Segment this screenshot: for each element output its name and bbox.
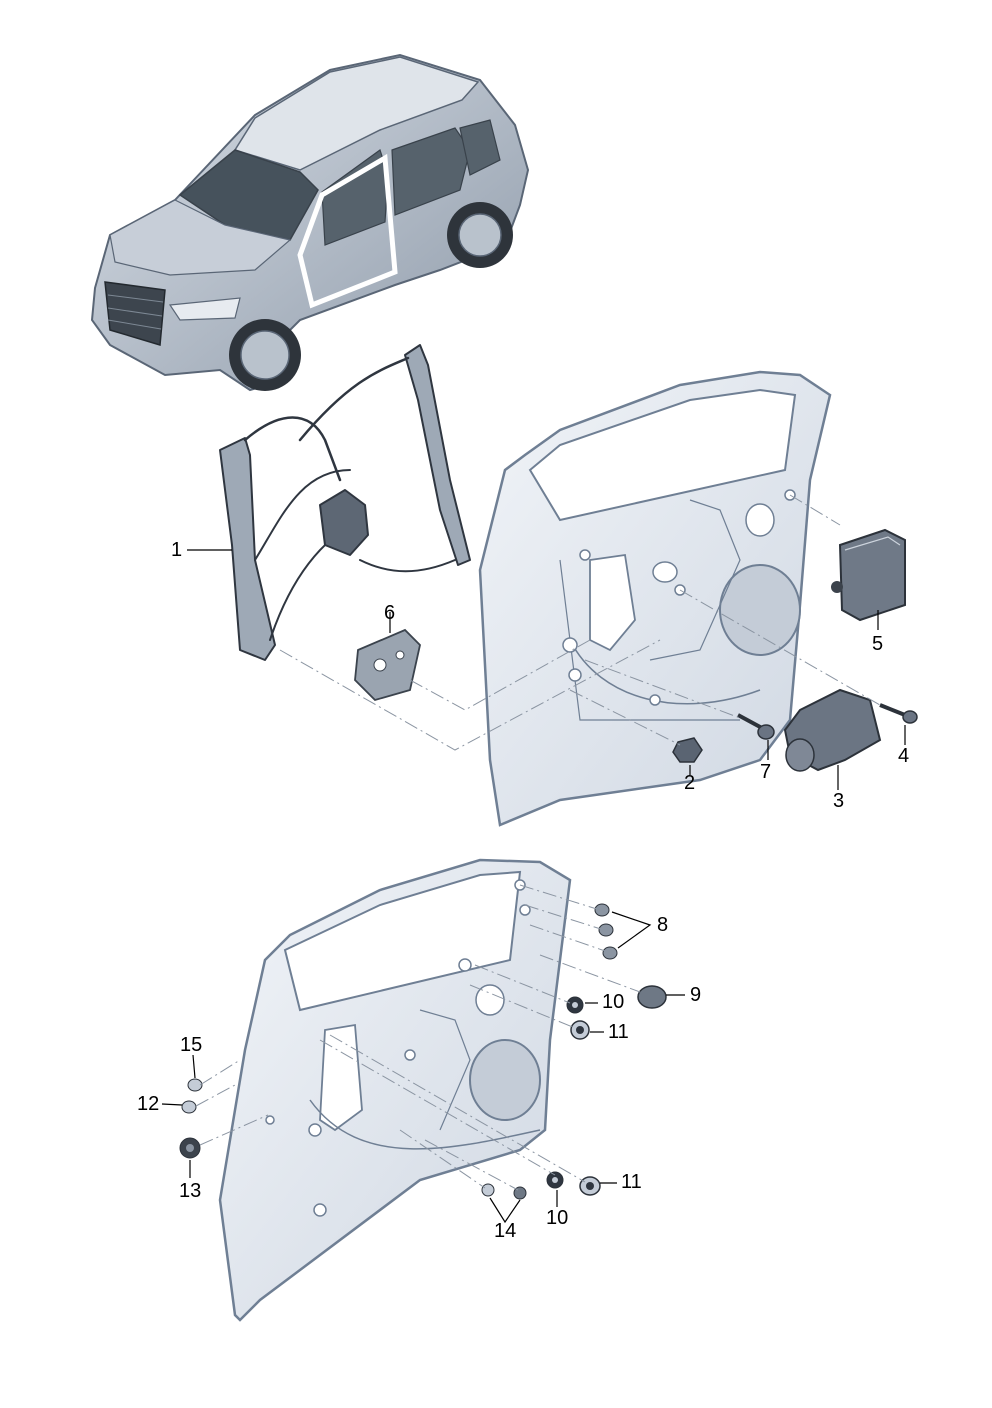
callout-1: 1: [171, 539, 183, 561]
callout-10-lower: 10: [546, 1207, 569, 1229]
dash-dot-lines: [195, 494, 881, 1191]
callout-15: 15: [180, 1034, 203, 1056]
small-parts: [179, 528, 918, 1200]
callout-4: 4: [898, 745, 910, 767]
callout-3: 3: [833, 790, 845, 812]
vehicle-illustration: [90, 53, 530, 392]
callout-10-upper: 10: [602, 991, 625, 1013]
callout-13: 13: [179, 1180, 202, 1202]
door-inner-panel-lower: [218, 858, 572, 1322]
callout-9: 9: [690, 984, 702, 1006]
callout-11-lower: 11: [621, 1171, 642, 1193]
callout-14: 14: [494, 1220, 517, 1242]
callout-11-upper: 11: [608, 1021, 629, 1043]
callout-5: 5: [872, 633, 884, 655]
door-inner-panel-upper: [478, 370, 832, 827]
leader-lines: [161, 549, 906, 1224]
callout-6: 6: [384, 602, 396, 624]
callout-7: 7: [760, 761, 772, 783]
window-regulator: [219, 344, 471, 661]
callout-8: 8: [657, 914, 669, 936]
callout-12: 12: [137, 1093, 160, 1115]
callout-2: 2: [684, 772, 696, 794]
